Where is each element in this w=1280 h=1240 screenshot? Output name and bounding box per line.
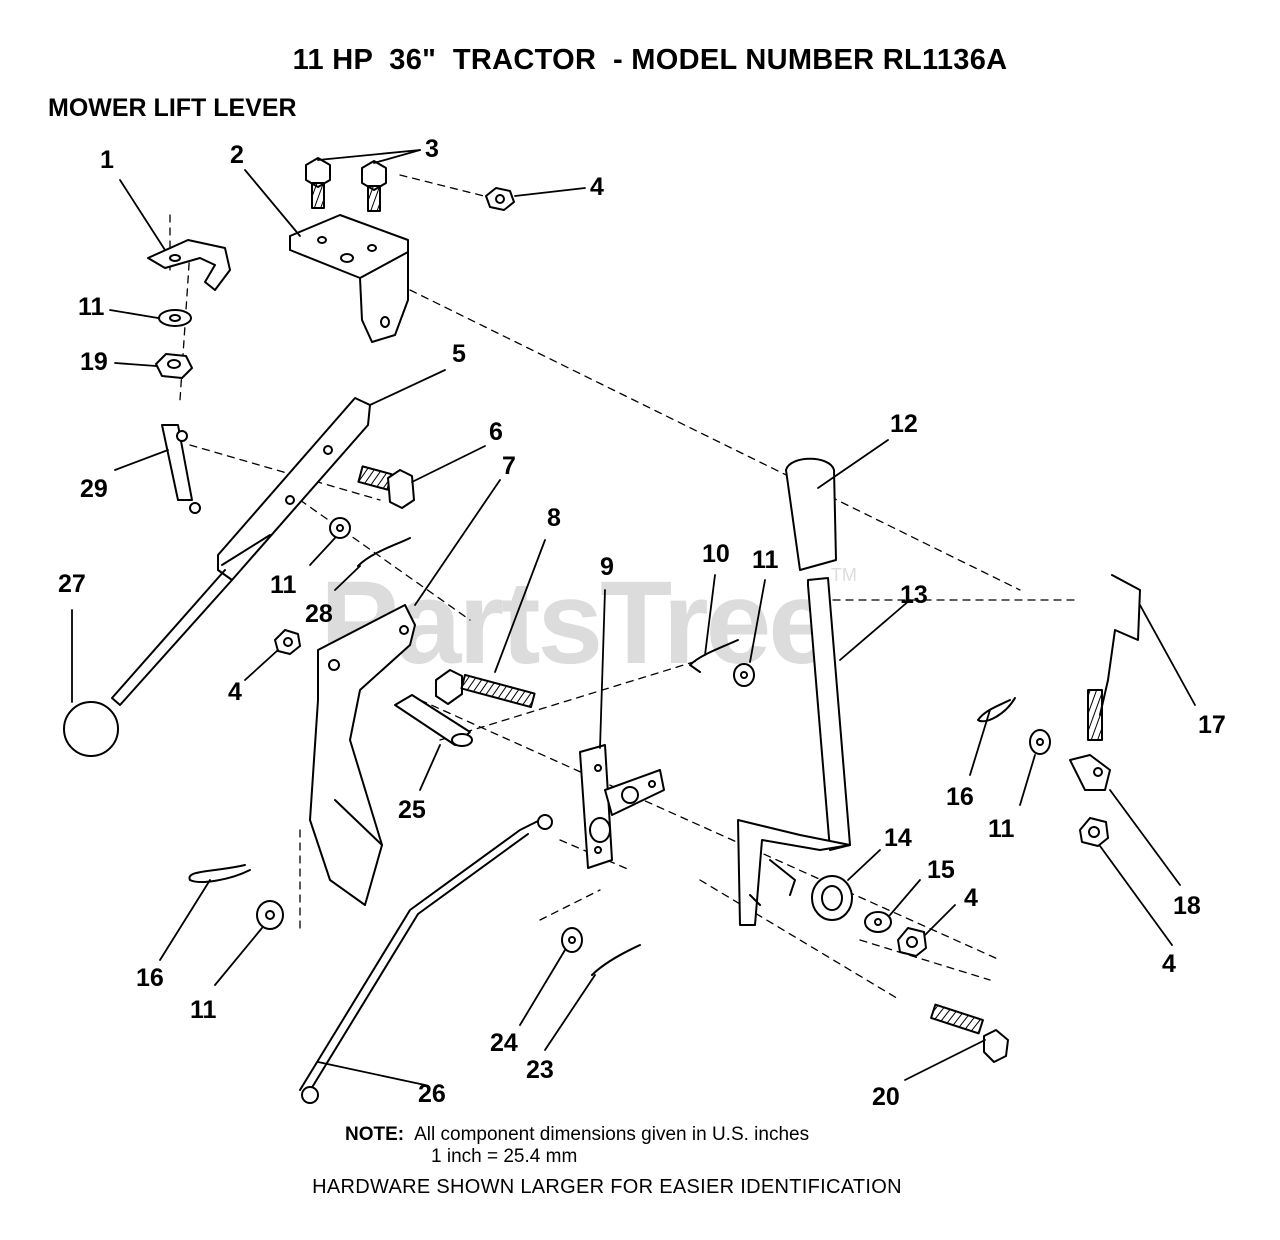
bolt-part-8 [435,669,536,709]
note-line-2: 1 inch = 25.4 mm [431,1146,578,1167]
callout-25: 25 [398,796,426,824]
nut-part-4a [485,187,515,211]
spacer-tube-part-25 [394,694,473,747]
callout-4-right: 4 [1162,950,1176,978]
page-title: 11 HP 36" TRACTOR - MODEL NUMBER RL1136A [292,44,1008,76]
bolt-part-3 [305,157,387,212]
link-part-29 [161,424,201,514]
callout-15: 15 [927,856,955,884]
cotter-pin-part-28 [357,537,411,567]
hairpin-part-16a [188,864,251,883]
pivot-plate-part-7 [309,604,416,906]
callout-16-left: 16 [136,964,164,992]
callout-28: 28 [305,600,333,628]
lift-arm-part-5 [111,397,371,706]
lift-lever-part-13 [737,577,851,926]
handle-grip-part-12 [785,457,837,571]
nut-part-4c [897,927,927,957]
callout-26: 26 [418,1080,446,1108]
cotter-pin-part-23 [591,944,641,976]
hardware-note: HARDWARE SHOWN LARGER FOR EASIER IDENTIF… [312,1176,902,1198]
callout-11-top: 11 [78,293,105,321]
mounting-bracket-part-2 [289,214,409,343]
washer-part-11c [733,663,755,687]
hairpin-part-16b [977,697,1016,723]
callout-3: 3 [425,135,439,163]
callout-11-arm: 11 [270,571,297,599]
nut-part-19 [155,353,193,379]
callout-numbers: 1 2 3 4 11 19 5 6 7 8 9 10 11 12 13 29 2… [58,135,1226,1111]
washer-part-24 [561,927,583,953]
bolt-part-20 [930,1003,1009,1063]
callout-1: 1 [100,146,114,174]
callout-11-bottom: 11 [190,996,217,1024]
callout-12: 12 [890,410,918,438]
pivot-bracket-part-9 [579,744,665,869]
callout-14: 14 [884,824,912,852]
callout-8: 8 [547,504,561,532]
trunnion-part-18 [1069,754,1111,791]
callout-19: 19 [80,348,108,376]
cotter-pin-part-10 [689,639,739,673]
knob-part-27 [63,701,119,757]
callout-9: 9 [600,553,614,581]
callout-11-right: 11 [988,815,1015,843]
washer-part-15 [864,911,892,933]
clip-part-1 [147,239,231,291]
section-title: MOWER LIFT LEVER [48,94,297,122]
washer-part-11b [329,517,351,539]
assembly-guide-lines [169,174,1081,1001]
dimension-note: NOTE: All component dimensions given in U… [345,1124,809,1168]
bolt-part-6 [357,465,415,509]
callout-16-right: 16 [946,783,974,811]
callout-leader-lines [71,149,1196,1086]
callout-24: 24 [490,1029,518,1057]
adjusting-rod-part-17 [1087,574,1141,741]
callout-4-arm: 4 [228,678,242,706]
callout-13: 13 [900,581,928,609]
callout-29: 29 [80,475,108,503]
washer-part-11e [1029,729,1051,755]
note-label: NOTE: [345,1124,405,1145]
callout-2: 2 [230,141,244,169]
nut-part-4d [1079,817,1109,847]
washer-part-11d [256,900,284,930]
callout-18: 18 [1173,892,1201,920]
washer-part-11a [158,309,192,327]
callout-11-mid: 11 [752,546,779,574]
callout-7: 7 [502,452,516,480]
callout-10: 10 [702,540,730,568]
callout-23: 23 [526,1056,554,1084]
callout-4-lever: 4 [964,884,978,912]
callout-5: 5 [452,340,466,368]
callout-4-top: 4 [590,173,604,201]
callout-6: 6 [489,418,503,446]
bushing-part-14 [811,875,853,921]
note-line-1: All component dimensions given in U.S. i… [414,1124,810,1145]
callout-27: 27 [58,570,86,598]
callout-17: 17 [1198,711,1226,739]
callout-20: 20 [872,1083,900,1111]
link-rod-part-26 [299,814,553,1104]
